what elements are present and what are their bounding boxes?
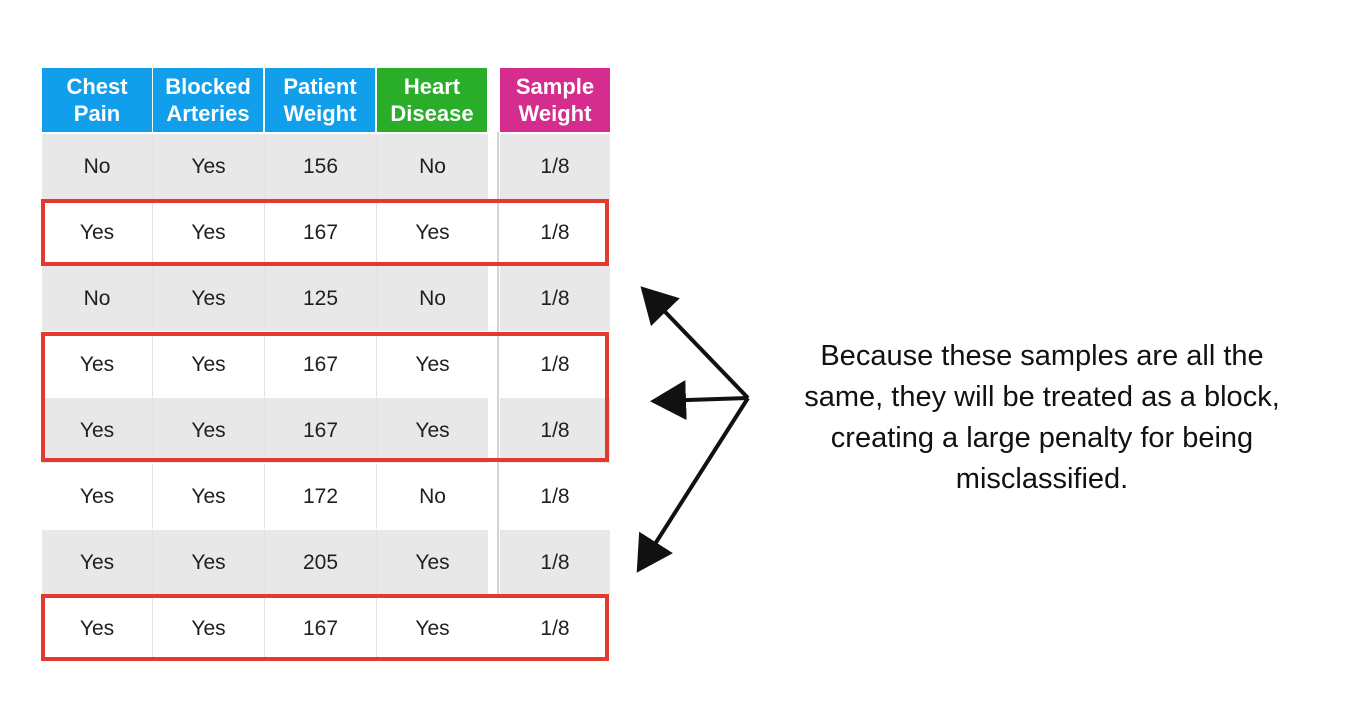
table-row: Yes Yes 167 Yes 1/8 [42, 596, 610, 661]
arrow-to-bottom-box [636, 396, 750, 573]
caption-line: creating a large penalty for being [830, 422, 1254, 454]
cell-chest-pain: Yes [42, 530, 153, 595]
cell-sample-weight: 1/8 [540, 352, 570, 376]
table-row: Yes Yes 172 No 1/8 [42, 464, 610, 529]
cell-blocked-arteries: Yes [153, 596, 265, 661]
caption-line: same, they will be treated as a block, [804, 381, 1280, 413]
cell-blocked-arteries: Yes [153, 332, 265, 397]
cell-blocked-arteries: Yes [153, 134, 265, 199]
cell-chest-pain: Yes [42, 596, 153, 661]
table-row: Yes Yes 205 Yes 1/8 [42, 530, 610, 595]
cell-patient-weight: 167 [265, 332, 377, 397]
table-row: No Yes 125 No 1/8 [42, 266, 610, 331]
header-line: Weight [283, 101, 357, 126]
caption-line: Because these samples are all the [820, 340, 1264, 372]
table-row: No Yes 156 No 1/8 [42, 134, 610, 199]
header-line: Patient [283, 74, 357, 99]
header-line: Sample [515, 74, 595, 99]
cell-heart-disease: No [419, 484, 446, 508]
cell-sample-weight: 1/8 [540, 154, 570, 178]
header-line: Arteries [166, 101, 250, 126]
cell-blocked-arteries: Yes [153, 530, 265, 595]
cell-sample-weight: 1/8 [540, 286, 570, 310]
cell-sample-weight: 1/8 [540, 616, 570, 640]
cell-blocked-arteries: Yes [153, 464, 265, 529]
cell-blocked-arteries: Yes [153, 200, 265, 265]
cell-heart-disease: Yes [415, 352, 450, 376]
highlight-box-rows-4-5 [41, 332, 609, 462]
cell-heart-disease: Yes [415, 220, 450, 244]
cell-chest-pain: Yes [42, 398, 153, 463]
arrow-to-middle-box [650, 380, 749, 421]
cell-blocked-arteries: Yes [153, 398, 265, 463]
cell-chest-pain: Yes [42, 200, 153, 265]
cell-chest-pain: No [42, 266, 153, 331]
cell-patient-weight: 125 [265, 266, 377, 331]
cell-heart-disease: No [419, 154, 446, 178]
column-divider [497, 132, 499, 594]
cell-heart-disease: No [419, 286, 446, 310]
header-line: Chest [66, 74, 128, 99]
header-line: Weight [518, 101, 592, 126]
arrow-to-top-box [640, 286, 750, 400]
cell-patient-weight: 156 [265, 134, 377, 199]
cell-sample-weight: 1/8 [540, 484, 570, 508]
cell-patient-weight: 167 [265, 398, 377, 463]
cell-chest-pain: Yes [42, 332, 153, 397]
highlight-box-row-8 [41, 594, 609, 661]
cell-sample-weight: 1/8 [540, 550, 570, 574]
table-row: Yes Yes 167 Yes 1/8 [42, 200, 610, 265]
table-row: Yes Yes 167 Yes 1/8 [42, 332, 610, 397]
caption-line: misclassified. [955, 463, 1129, 495]
table-row: Yes Yes 167 Yes 1/8 [42, 398, 610, 463]
cell-sample-weight: 1/8 [540, 220, 570, 244]
cell-heart-disease: Yes [415, 550, 450, 574]
highlight-box-row-2 [41, 199, 609, 266]
cell-patient-weight: 167 [265, 200, 377, 265]
cell-heart-disease: Yes [415, 616, 450, 640]
header-line: Blocked [165, 74, 251, 99]
column-gap [488, 596, 500, 661]
header-line: Pain [73, 101, 121, 126]
cell-chest-pain: Yes [42, 464, 153, 529]
cell-sample-weight: 1/8 [540, 418, 570, 442]
cell-blocked-arteries: Yes [153, 266, 265, 331]
cell-heart-disease: Yes [415, 418, 450, 442]
cell-patient-weight: 167 [265, 596, 377, 661]
explanation-caption: Because these samples are all the same, … [752, 336, 1332, 500]
header-line: Disease [390, 101, 474, 126]
cell-chest-pain: No [42, 134, 153, 199]
cell-patient-weight: 205 [265, 530, 377, 595]
cell-patient-weight: 172 [265, 464, 377, 529]
header-line: Heart [403, 74, 461, 99]
